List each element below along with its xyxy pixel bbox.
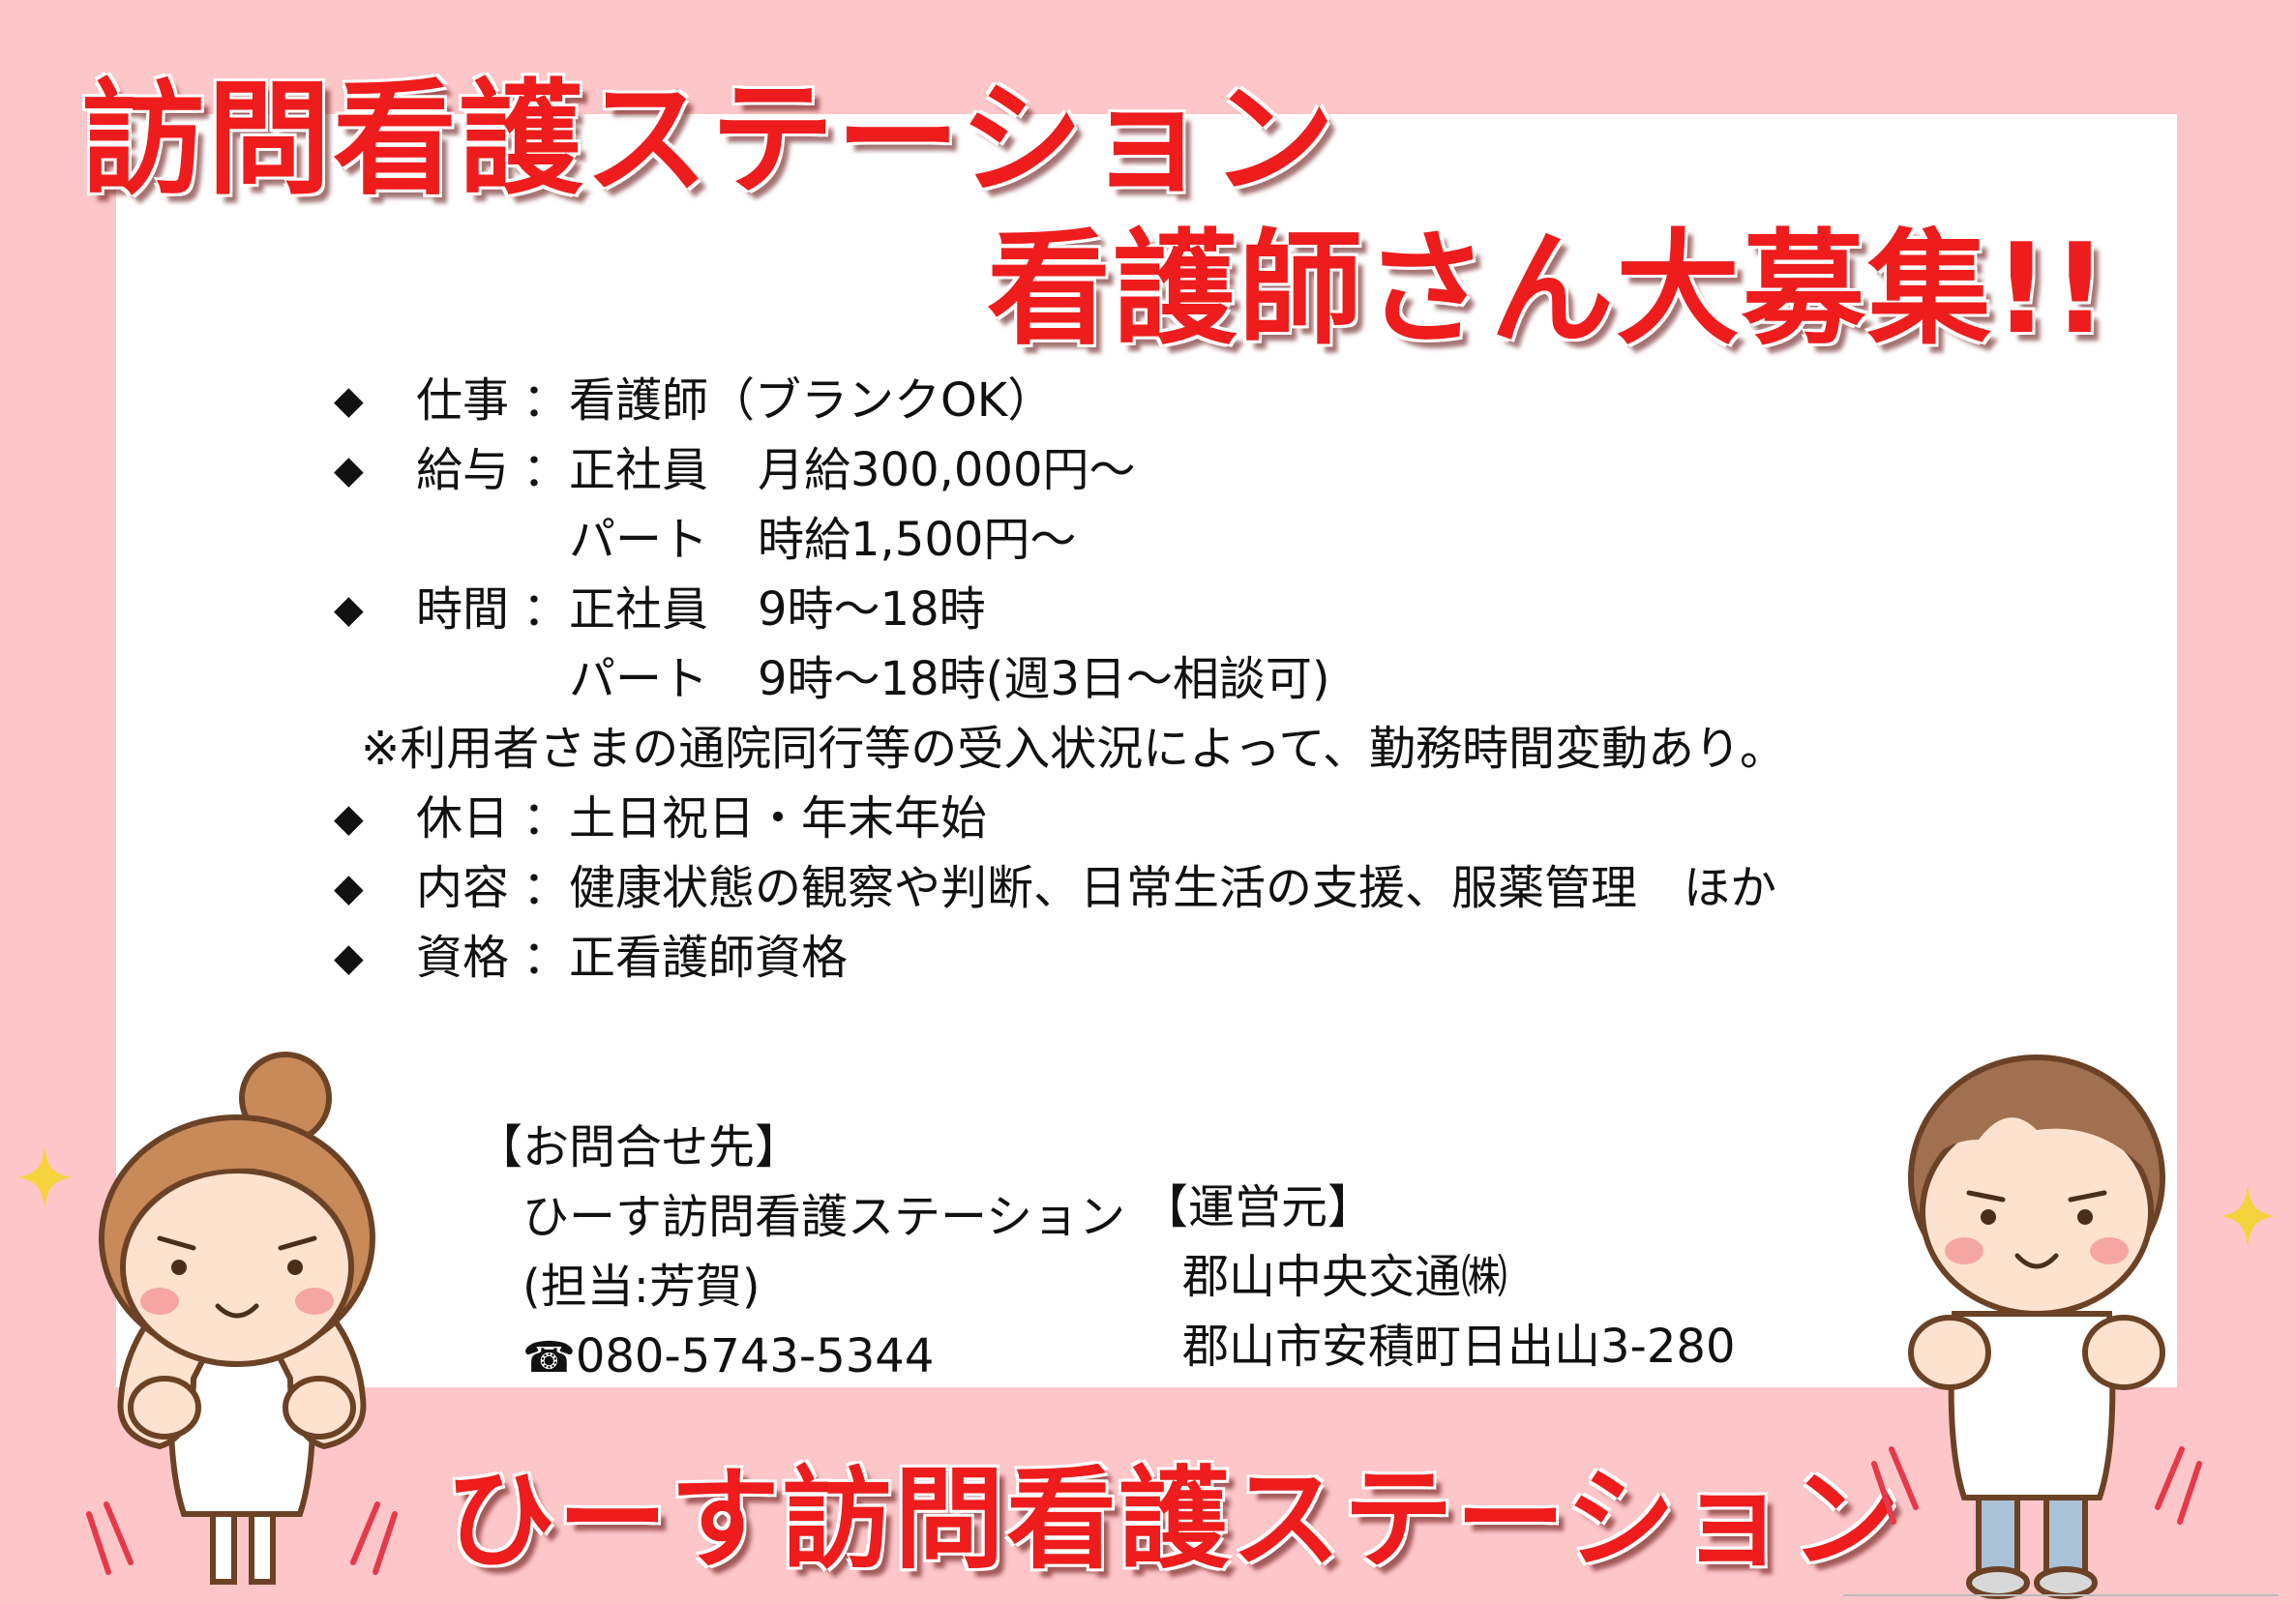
contact-person: (担当:芳賀) [522,1260,760,1314]
contact-phone: 080-5743-5344 [575,1329,935,1383]
holiday-value: 土日祝日・年末年始 [569,791,988,846]
job-value: 看護師（ブランクOK） [569,373,1055,428]
diamond-bullet-icon: ◆ [334,936,364,980]
salary-part-type: パート [569,513,709,567]
phone-icon: ☎ [522,1333,576,1382]
divider-line [1843,1594,2279,1596]
job-label: 仕事 [416,373,510,428]
diamond-bullet-icon: ◆ [334,866,364,910]
content-colon: ： [522,861,570,915]
diamond-bullet-icon: ◆ [334,796,364,841]
qualification-value: 正看護師資格 [569,931,849,985]
content-value: 健康状態の観察や判断、日常生活の支援、服薬管理 ほか [569,861,1777,915]
salary-label: 給与 [416,443,510,497]
job-colon: ： [522,373,570,428]
operator-company: 郡山中央交通㈱ [1182,1250,1508,1304]
operator-block: 【運営元】 郡山中央交通㈱ 郡山市安積町日出山3-280 [1142,1173,1735,1381]
diamond-bullet-icon: ◆ [334,378,364,423]
hours-label: 時間 [416,582,510,637]
hours-note: ※利用者さまの通院同行等の受入状況によって、勤務時間変動あり。 [361,722,1787,776]
title-line-1: 訪問看護ステーション [81,68,1337,212]
operator-address: 郡山市安積町日出山3-280 [1182,1320,1736,1374]
sparkle-icon [17,1146,72,1208]
holiday-label: 休日 [416,791,510,846]
diamond-bullet-icon: ◆ [334,587,364,632]
operator-heading: 【運営元】 [1142,1180,1375,1234]
hours-full-type: 正社員 [569,582,709,637]
contact-block: 【お問合せ先】 ひーす訪問看護ステーション (担当:芳賀) ☎080-5743-… [476,1113,1125,1391]
hours-full-value: 9時～18時 [758,582,986,637]
sparkle-icon [2221,1185,2275,1247]
qualification-colon: ： [522,931,570,985]
contact-name: ひーす訪問看護ステーション [522,1190,1126,1244]
content-label: 内容 [416,861,510,915]
salary-full-value: 月給300,000円～ [758,443,1136,497]
nurse-man-illustration [1871,1054,2202,1599]
contact-heading: 【お問合せ先】 [476,1120,802,1174]
content-panel [116,114,2177,1387]
contact-phone-line: ☎080-5743-5344 [476,1322,1125,1391]
footer-title: ひーす訪問看護ステーション [445,1455,1902,1584]
salary-colon: ： [522,443,570,497]
hours-part-value: 9時～18時(週3日～相談可) [758,652,1330,706]
salary-full-type: 正社員 [569,443,709,497]
title-line-2: 看護師さん大募集!! [987,218,2110,362]
hours-colon: ： [522,582,570,637]
hours-part-type: パート [569,652,709,706]
holiday-colon: ： [522,791,570,846]
qualification-label: 資格 [416,931,510,985]
salary-part-value: 時給1,500円～ [758,513,1077,567]
diamond-bullet-icon: ◆ [334,448,364,492]
nurse-woman-illustration [86,1052,398,1585]
